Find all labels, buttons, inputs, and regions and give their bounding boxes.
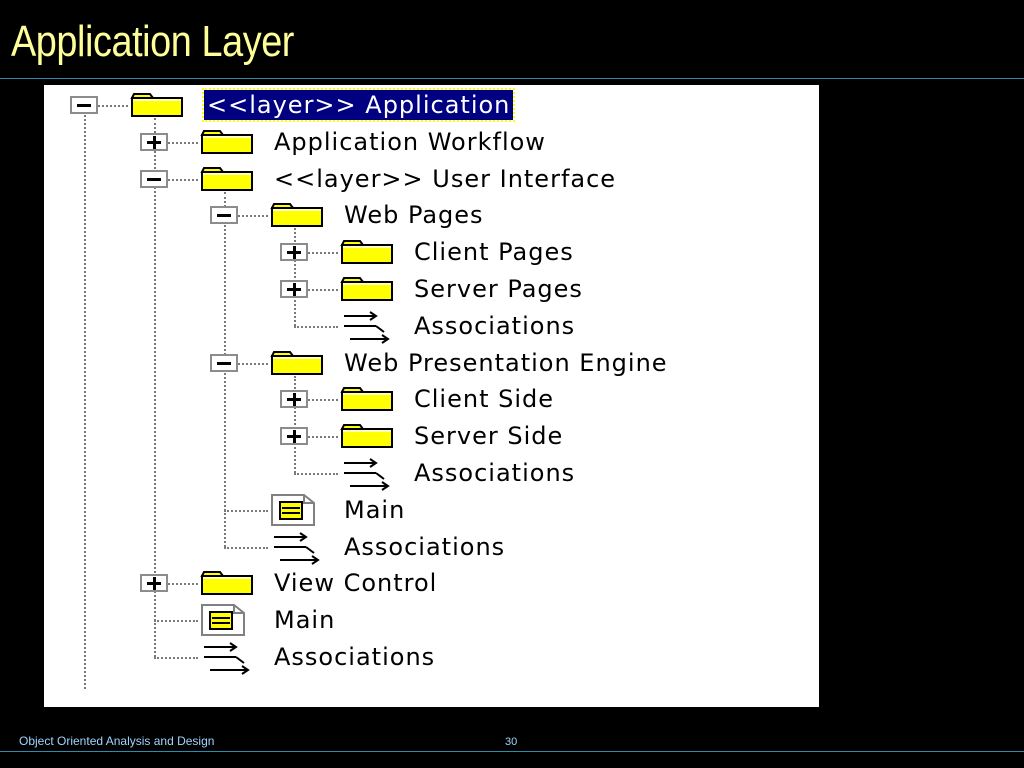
folder-icon <box>200 570 254 601</box>
tree-node-label: Server Side <box>414 422 564 451</box>
tree-connector <box>294 228 296 326</box>
tree-connector <box>224 546 268 549</box>
associations-icon <box>340 458 394 497</box>
collapse-toggle-icon[interactable] <box>210 353 238 372</box>
tree-connector <box>98 105 128 107</box>
collapse-toggle-icon[interactable] <box>140 169 168 188</box>
tree-connector <box>308 399 338 402</box>
footer-divider <box>0 751 1024 752</box>
tree-node-label: Web Pages <box>344 201 484 230</box>
plus-glyph <box>293 283 296 296</box>
associations-icon <box>340 310 394 350</box>
minus-glyph <box>77 104 91 107</box>
folder-icon <box>340 386 394 417</box>
tree-node-label: <<layer>> Application <box>201 88 516 122</box>
diagram-icon <box>270 493 318 532</box>
folder-icon <box>270 350 324 381</box>
tree-connector <box>154 118 156 657</box>
tree-connector <box>308 289 338 291</box>
folder-icon <box>200 129 254 160</box>
footer-course-title: Object Oriented Analysis and Design <box>19 734 215 748</box>
tree-node-label: Application Workflow <box>274 127 546 156</box>
minus-glyph <box>217 361 231 365</box>
expand-toggle-icon[interactable] <box>280 427 308 446</box>
tree-connector <box>238 362 268 365</box>
plus-glyph <box>153 135 156 149</box>
tree-node-label: Server Pages <box>414 275 583 303</box>
tree-node-label: Associations <box>414 459 576 487</box>
tree-connector <box>294 473 338 475</box>
tree-node-label: Associations <box>344 532 506 561</box>
tree-connector <box>168 141 198 144</box>
plus-glyph <box>293 246 296 260</box>
expand-toggle-icon[interactable] <box>140 132 168 151</box>
tree-connector <box>154 620 198 623</box>
expand-toggle-icon[interactable] <box>280 280 308 298</box>
tree-connector <box>238 215 268 218</box>
tree-connector <box>294 325 338 328</box>
title-divider <box>0 78 1024 79</box>
folder-icon <box>340 276 394 307</box>
package-tree-panel: <<layer>> Application Application Workfl… <box>44 85 819 707</box>
tree-node-label: Main <box>344 495 406 524</box>
tree-connector <box>154 657 198 659</box>
expand-toggle-icon[interactable] <box>140 574 168 593</box>
collapse-toggle-icon[interactable] <box>70 96 98 114</box>
minus-glyph <box>147 177 161 181</box>
tree-node-label: Client Side <box>414 385 555 414</box>
folder-icon <box>200 166 254 197</box>
page-number: 30 <box>505 736 518 748</box>
tree-node-label: Client Pages <box>414 238 574 267</box>
collapse-toggle-icon[interactable] <box>210 206 238 225</box>
tree-node-label: Associations <box>274 643 436 671</box>
tree-node-label: Web Presentation Engine <box>344 348 668 377</box>
tree-node-label: View Control <box>274 569 438 598</box>
tree-node-label: Associations <box>414 311 576 340</box>
tree-connector <box>308 252 338 255</box>
tree-connector <box>224 509 268 512</box>
expand-toggle-icon[interactable] <box>280 390 308 409</box>
expand-toggle-icon[interactable] <box>280 243 308 262</box>
folder-icon <box>130 92 184 123</box>
tree-connector <box>294 375 296 473</box>
tree-connector <box>84 115 86 689</box>
tree-connector <box>308 436 338 439</box>
plus-glyph <box>153 577 156 591</box>
tree-node-label: Main <box>274 606 336 635</box>
associations-icon <box>200 642 254 681</box>
minus-glyph <box>217 214 231 218</box>
slide-title: Application Layer <box>11 17 294 66</box>
tree-connector <box>168 178 198 181</box>
folder-icon <box>340 239 394 270</box>
plus-glyph <box>293 393 296 407</box>
plus-glyph <box>293 430 296 444</box>
diagram-icon <box>200 603 248 642</box>
folder-icon <box>270 202 324 233</box>
tree-connector <box>168 583 198 586</box>
associations-icon <box>270 531 324 571</box>
tree-node-label: <<layer>> User Interface <box>274 164 617 193</box>
folder-icon <box>340 423 394 454</box>
